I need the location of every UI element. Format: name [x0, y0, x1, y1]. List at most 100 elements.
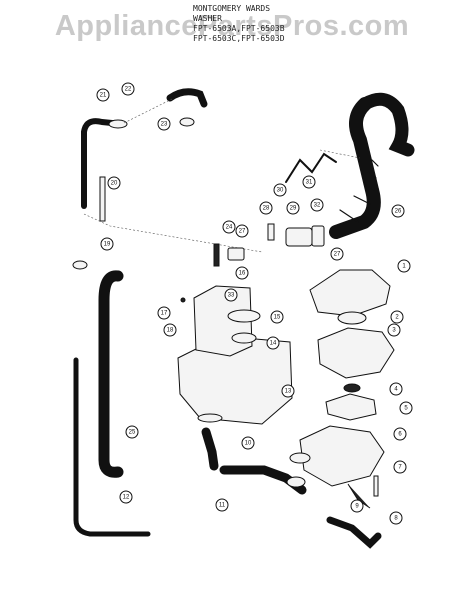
rod-24 — [213, 243, 220, 267]
callout-number: 18 — [167, 328, 174, 334]
callout-circle — [387, 323, 401, 337]
outlet-hose-8 — [326, 516, 382, 549]
callout-circle — [393, 460, 407, 474]
callout-number: 27 — [239, 229, 246, 235]
assembly-line-mid — [83, 213, 263, 253]
callout-33: 33 — [224, 288, 238, 302]
callout-number: 31 — [306, 180, 313, 186]
callout-number: 1 — [402, 264, 406, 270]
callout-27: 27 — [235, 224, 249, 238]
clamp-32 — [311, 225, 325, 247]
callout-number: 3 — [392, 328, 396, 334]
valve-27 — [227, 247, 245, 261]
hose-clip-30 — [285, 152, 337, 183]
callout-26: 26 — [391, 204, 405, 218]
callout-number: 27 — [334, 252, 341, 258]
callout-number: 29 — [290, 206, 297, 212]
hose-clamp-22 — [108, 119, 128, 129]
callout-27: 27 — [330, 247, 344, 261]
callout-number: 8 — [394, 516, 398, 522]
callout-29: 29 — [286, 201, 300, 215]
callout-circle — [157, 306, 171, 320]
callout-20: 20 — [107, 176, 121, 190]
hose-25 — [98, 270, 124, 478]
callout-circle — [224, 288, 238, 302]
callout-7: 7 — [393, 460, 407, 474]
coupling-29 — [285, 227, 313, 247]
callout-number: 24 — [226, 225, 233, 231]
callout-9: 9 — [350, 499, 364, 513]
callout-circle — [302, 175, 316, 189]
callout-number: 10 — [245, 441, 252, 447]
hose-elbow-left — [81, 118, 125, 135]
clamp-lower — [197, 413, 223, 423]
callout-number: 28 — [263, 206, 270, 212]
callout-circle — [241, 436, 255, 450]
callout-18: 18 — [163, 323, 177, 337]
callout-number: 5 — [404, 406, 408, 412]
pump-housing-6 — [299, 425, 385, 487]
drain-hose-upper — [358, 92, 415, 157]
callout-number: 7 — [398, 465, 402, 471]
callout-circle — [121, 82, 135, 96]
callout-circle — [125, 425, 139, 439]
callout-8: 8 — [389, 511, 403, 525]
callout-number: 9 — [355, 504, 359, 510]
callout-22: 22 — [121, 82, 135, 96]
callout-circle — [215, 498, 229, 512]
callout-1: 1 — [397, 259, 411, 273]
callout-circle — [259, 201, 273, 215]
callout-4: 4 — [389, 382, 403, 396]
callout-circle — [235, 266, 249, 280]
assembly-line-hose — [319, 149, 361, 159]
callout-6: 6 — [393, 427, 407, 441]
callout-30: 30 — [273, 183, 287, 197]
callout-number: 12 — [123, 495, 130, 501]
callout-10: 10 — [241, 436, 255, 450]
callout-number: 33 — [228, 293, 235, 299]
callout-circle — [286, 201, 300, 215]
callout-circle — [399, 401, 413, 415]
assembly-line-top — [123, 98, 173, 124]
callout-11: 11 — [215, 498, 229, 512]
callout-circle — [310, 198, 324, 212]
callout-circle — [222, 220, 236, 234]
callout-circle — [270, 310, 284, 324]
clamp-11 — [286, 476, 306, 488]
callout-number: 19 — [104, 242, 111, 248]
callout-2: 2 — [390, 310, 404, 324]
callout-3: 3 — [387, 323, 401, 337]
hose-clamp-23 — [179, 117, 195, 127]
header-appliance: WASHER — [193, 14, 222, 23]
callout-number: 4 — [394, 387, 398, 393]
callout-circle — [119, 490, 133, 504]
callout-circle — [235, 224, 249, 238]
callout-number: 6 — [398, 432, 402, 438]
callout-number: 15 — [274, 315, 281, 321]
impeller-4 — [325, 393, 377, 421]
callout-19: 19 — [100, 237, 114, 251]
callout-14: 14 — [266, 336, 280, 350]
callout-25: 25 — [125, 425, 139, 439]
gasket-3 — [317, 327, 395, 379]
callout-number: 25 — [129, 430, 136, 436]
callout-circle — [397, 259, 411, 273]
clamp-10 — [289, 452, 311, 464]
callout-number: 14 — [270, 341, 277, 347]
callout-number: 16 — [239, 271, 246, 277]
callout-21: 21 — [96, 88, 110, 102]
screw-28 — [267, 223, 275, 241]
header-models-1: FPT-6503A,FPT-6503B — [193, 24, 285, 33]
callout-number: 32 — [314, 203, 321, 209]
callout-circle — [390, 310, 404, 324]
site-watermark: AppliancePartsPros.com — [54, 10, 410, 42]
callout-number: 11 — [219, 503, 226, 509]
ring-14 — [231, 332, 257, 344]
callout-32: 32 — [310, 198, 324, 212]
callout-number: 22 — [125, 87, 132, 93]
callout-circle — [273, 183, 287, 197]
hose-ribs — [339, 159, 379, 223]
hose-12 — [73, 357, 151, 537]
callout-16: 16 — [235, 266, 249, 280]
